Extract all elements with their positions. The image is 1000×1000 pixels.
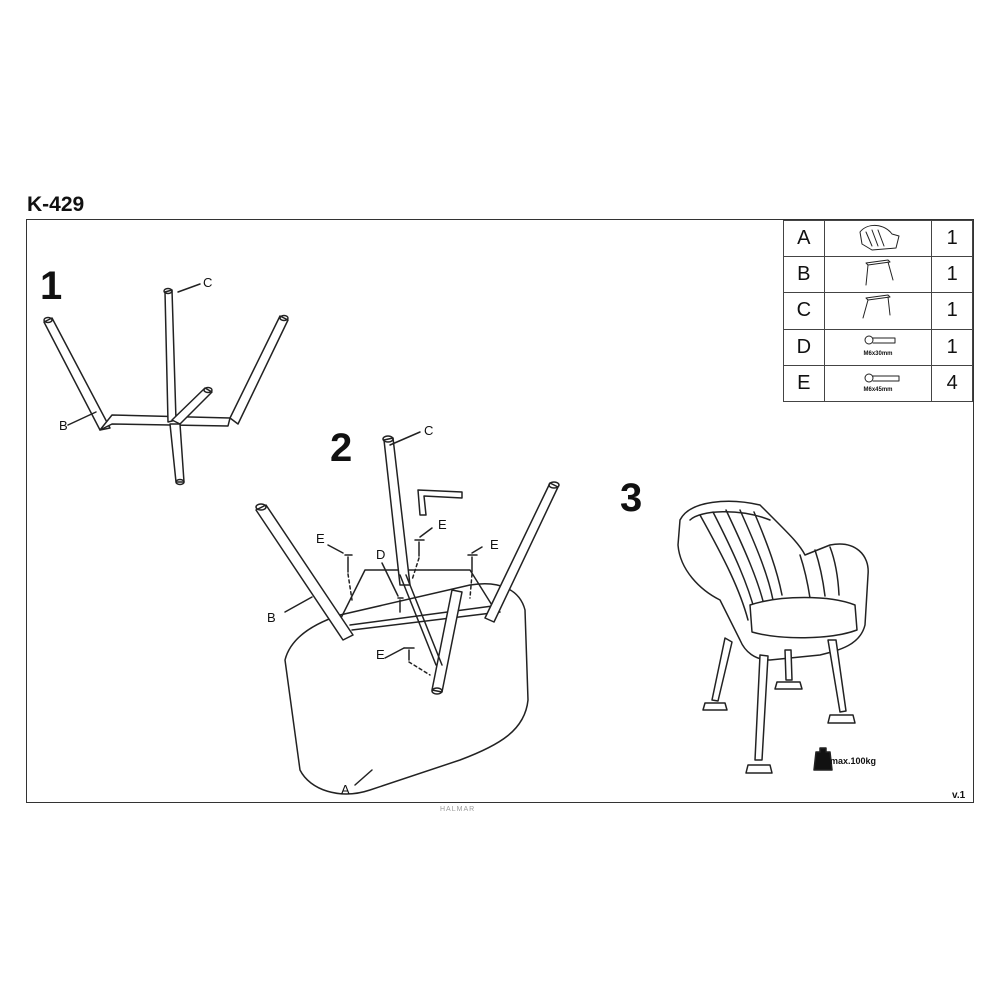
part-letter: A xyxy=(783,219,825,258)
step-2-seat-assembly xyxy=(255,431,560,795)
bolt-size-label: M6x45mm xyxy=(863,386,893,393)
parts-row: D M6x30mm 1 xyxy=(783,328,973,366)
part-qty: 1 xyxy=(931,219,973,258)
armchair-icon xyxy=(823,219,933,258)
part-qty: 4 xyxy=(931,364,973,403)
bolt-size-label: M6x30mm xyxy=(863,350,893,357)
label-c-step1: C xyxy=(203,275,213,290)
part-letter: C xyxy=(783,292,825,330)
instruction-frame xyxy=(26,219,974,803)
parts-row: B 1 xyxy=(783,256,973,294)
label-b-step2: B xyxy=(267,610,276,625)
weight-icon xyxy=(813,747,833,771)
leg-frame-icon xyxy=(823,256,933,294)
part-qty: 1 xyxy=(931,292,973,330)
label-c-step2: C xyxy=(424,423,434,438)
step-1-number: 1 xyxy=(40,264,63,308)
part-letter: E xyxy=(783,364,825,403)
label-e-step2-d: E xyxy=(376,647,385,662)
step-3-number: 3 xyxy=(620,476,643,520)
bolt-icon: M6x45mm xyxy=(823,364,933,403)
part-letter: B xyxy=(783,256,825,294)
label-e-step2-b: E xyxy=(438,517,447,532)
step-3-assembled-chair xyxy=(677,500,869,774)
parts-row: C 1 xyxy=(783,292,973,330)
leg-frame-icon xyxy=(823,292,933,330)
version-label: v.1 xyxy=(952,790,966,801)
brand-label: HALMAR xyxy=(440,806,476,813)
parts-row: E M6x45mm 4 xyxy=(783,364,973,403)
label-d-step2: D xyxy=(376,547,386,562)
label-e-step2-c: E xyxy=(490,537,499,552)
parts-table: A 1 B 1 C 1 D M6x30mm 1 E M6x45mm 4 xyxy=(783,219,973,403)
model-title: K-429 xyxy=(27,193,85,216)
bolt-icon: M6x30mm xyxy=(823,328,933,366)
part-qty: 1 xyxy=(931,256,973,294)
label-e-step2-a: E xyxy=(316,531,325,546)
step-2-number: 2 xyxy=(330,426,353,470)
label-a-step2: A xyxy=(341,782,350,797)
parts-row: A 1 xyxy=(783,219,973,258)
part-letter: D xyxy=(783,328,825,366)
part-qty: 1 xyxy=(931,328,973,366)
step-1-leg-frames xyxy=(43,283,289,486)
max-load-label: max.100kg xyxy=(830,756,877,766)
label-b-step1: B xyxy=(59,418,68,433)
